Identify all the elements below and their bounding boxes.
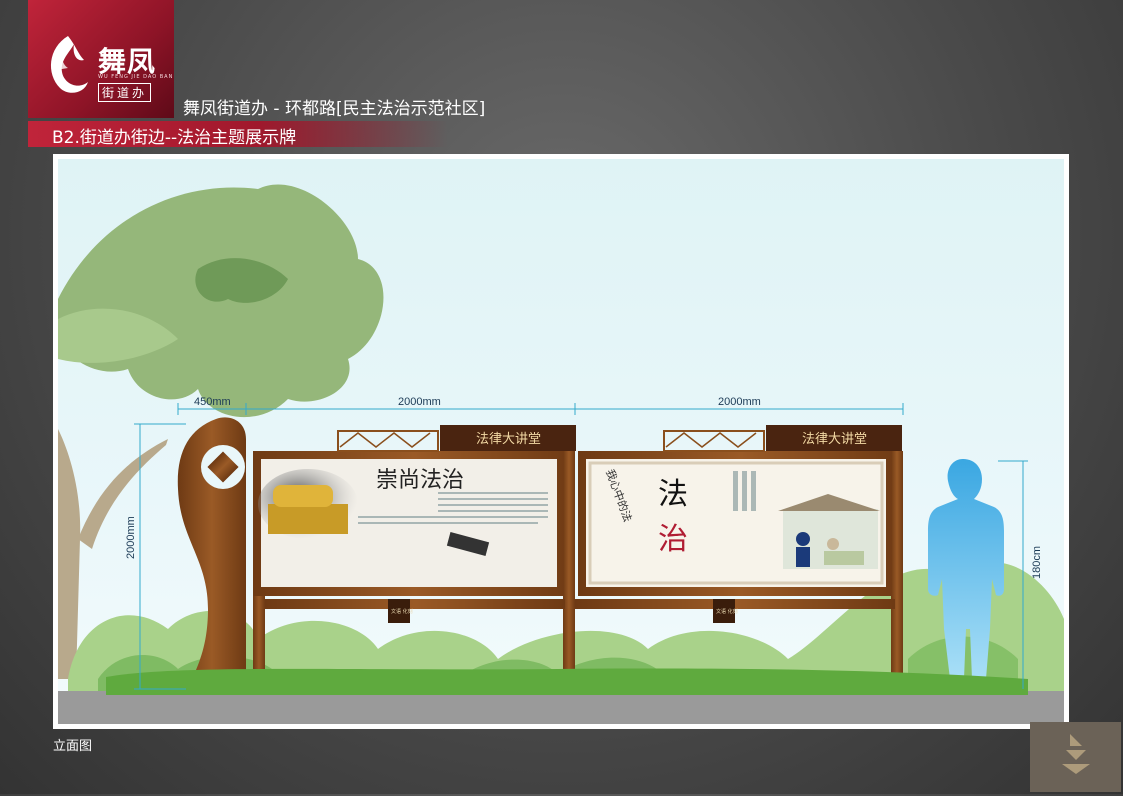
page-subtitle: B2.街道办街边--法治主题展示牌 [52,128,297,148]
dim-panel-right: 2000mm [718,396,761,408]
panel-left-header: 法律大讲堂 [476,432,541,447]
panel-right-title-top: 法 [658,477,688,512]
dim-height-left: 2000mm [125,516,137,559]
display-board-left [253,425,576,691]
panel-right-header: 法律大讲堂 [802,432,867,447]
dim-panel-left: 2000mm [398,396,441,408]
corner-watermark [1030,722,1121,792]
logo-pinyin: WU FENG JIE DAO BAN [98,74,174,80]
ground [58,691,1064,724]
logo-name: 舞凤 [98,45,157,78]
plaque-right: 文语 化刻 [716,608,738,615]
dim-height-person: 180cm [1031,546,1043,579]
elevation-drawing: 450mm 2000mm 2000mm 2000mm 180cm 法律大讲堂 法… [58,184,1064,724]
tree-illustration [58,184,384,679]
panel-left-title: 崇尚法治 [376,468,464,493]
dimension-lines [134,403,1028,690]
panel-right-title-bottom: 治 [658,522,688,557]
elevation-scene: 450mm 2000mm 2000mm 2000mm 180cm 法律大讲堂 法… [58,159,1064,724]
person-silhouette [928,459,1004,679]
plaque-left: 文语 化刻 [391,608,413,615]
elevation-caption: 立面图 [53,739,93,754]
subtitle-bar [28,121,448,147]
side-post [177,417,246,689]
phoenix-icon [50,36,88,93]
page-title: 舞凤街道办 - 环都路[民主法治示范社区] [183,99,486,119]
logo-sub: 街道办 [98,83,152,102]
brand-logo: 舞凤 WU FENG JIE DAO BAN 街道办 [28,0,174,118]
dim-side: 450mm [194,396,231,408]
display-board-right [575,425,903,691]
watermark-icon [1062,734,1090,774]
elevation-frame: 450mm 2000mm 2000mm 2000mm 180cm 法律大讲堂 法… [53,154,1069,729]
